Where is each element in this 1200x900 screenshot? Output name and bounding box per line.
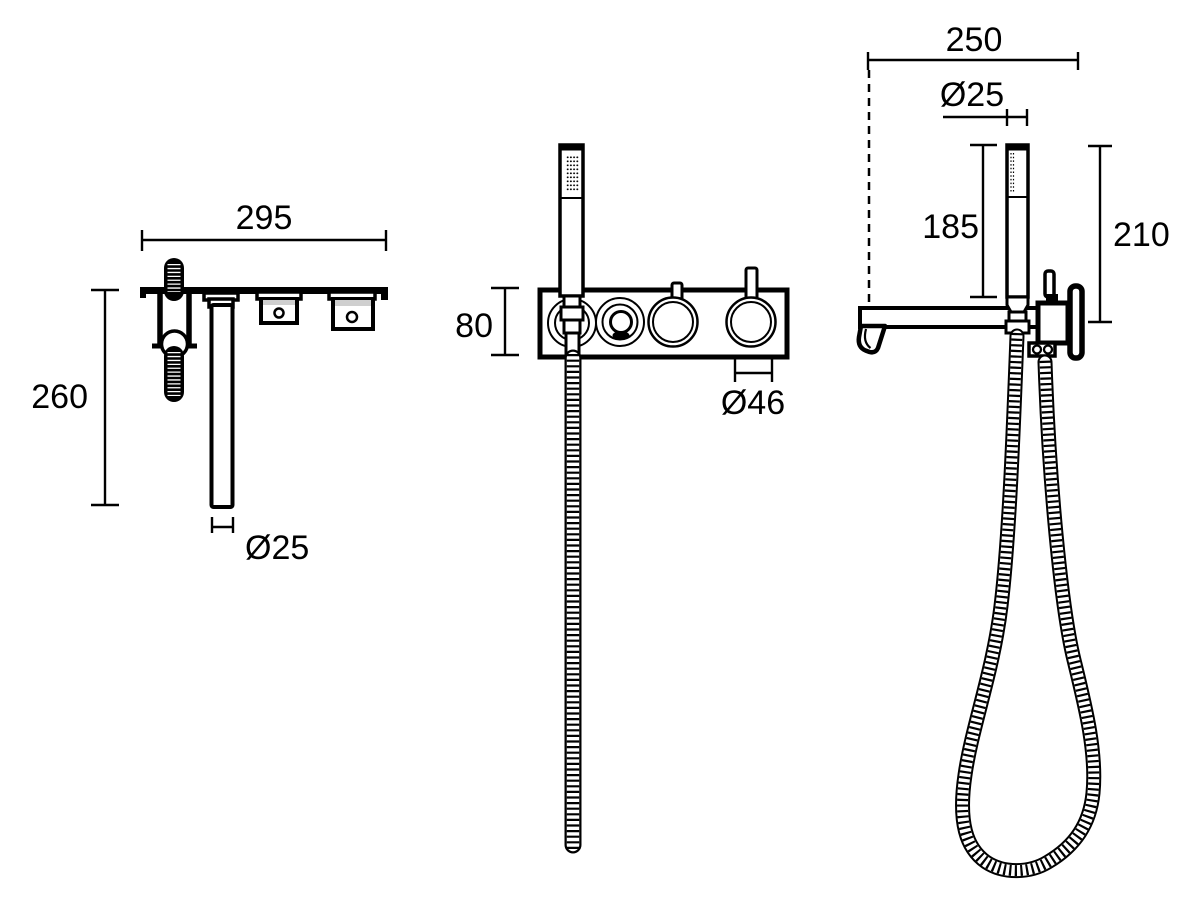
handle-taper [1005,295,1030,314]
nut-detail [1042,344,1054,355]
spout-nozzle [856,323,888,355]
dim-reach-label: 250 [946,21,1003,59]
control-knob-1 [647,296,699,348]
shower-hose-loop [955,328,1102,879]
lever-base [1046,294,1058,305]
dim-overall-height-label: 210 [1113,216,1170,254]
wall-flange [1067,283,1085,361]
dim-handle-diameter-label: Ø25 [940,76,1004,114]
valve-screw [345,310,359,324]
front-view: 80 [455,143,790,854]
valve-screw [273,307,285,319]
plate-end-right [381,287,388,300]
valve-shade [335,300,371,306]
dim-handle-height [970,143,997,299]
dim-trim-height-label: 80 [455,307,493,345]
connector-nut-2 [562,318,582,335]
dim-spout-diameter [210,517,235,533]
dim-overall-height [1088,144,1112,324]
hose-outline [955,328,1102,879]
valve-block [1035,300,1071,346]
nut-detail [1031,344,1043,355]
valve-section-2 [327,290,377,331]
handshower-cap-side [1006,143,1029,151]
connector-nut [559,305,585,322]
dim-width [140,230,388,251]
dim-knob-diameter-label: Ø46 [721,384,785,422]
nozzle-curve [863,328,872,349]
spout-section [202,291,240,509]
dim-trim-height [491,286,519,357]
spray-face [565,156,579,191]
spout-tube [209,303,235,509]
control-knob-2 [725,296,777,348]
dim-handle-height-label: 185 [922,208,979,246]
handshower-handle-side [1005,143,1030,299]
side-view: 250 Ø25 185 210 [856,21,1170,879]
handshower [558,143,585,358]
plate-end-left [140,287,146,298]
spout-mouth-opening [612,331,630,340]
handshower-cap [559,143,584,151]
dim-depth [91,288,119,507]
dim-reach [866,52,1080,70]
spout-mouth [609,310,633,334]
top-view: 295 260 [31,199,388,567]
dim-width-label: 295 [236,199,293,237]
spout-outlet [595,297,645,347]
dim-spout-diameter-label: Ø25 [245,529,309,567]
dim-knob-diameter [733,359,774,382]
dim-handle-diameter [943,109,1029,126]
dim-depth-label: 260 [31,378,88,416]
side-lever [1043,269,1056,299]
handle-connector [562,294,582,309]
hose-core [957,330,1100,877]
hose-ribs [957,332,1100,877]
wall-mount [1027,269,1085,361]
valve-section-1 [255,290,303,325]
handshower-holder-section [152,258,197,402]
valve-shade [263,300,295,305]
handshower-side [1004,143,1031,335]
